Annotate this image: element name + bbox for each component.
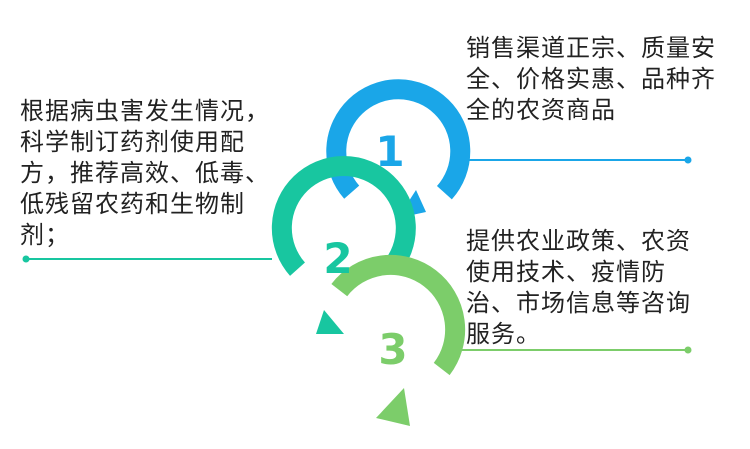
step-3-number: 3 [378,325,407,374]
arrow-step-2 [271,156,416,334]
step-1-number: 1 [375,127,404,176]
connector-left [22,255,272,263]
arrow-step-3 [331,254,466,426]
top-description: 销售渠道正宗、质量安全、价格实惠、品种齐全的农资商品 [466,34,716,124]
connector-top [452,156,692,164]
connector-right [452,346,692,354]
left-description: 根据病虫害发生情况，科学制订药剂使用配方，推荐高效、低毒、低残留农药和生物制剂； [20,97,270,249]
right-description: 提供农业政策、农资使用技术、疫情防治、市场信息等咨询服务。 [466,227,691,348]
step-2-number: 2 [323,234,352,283]
